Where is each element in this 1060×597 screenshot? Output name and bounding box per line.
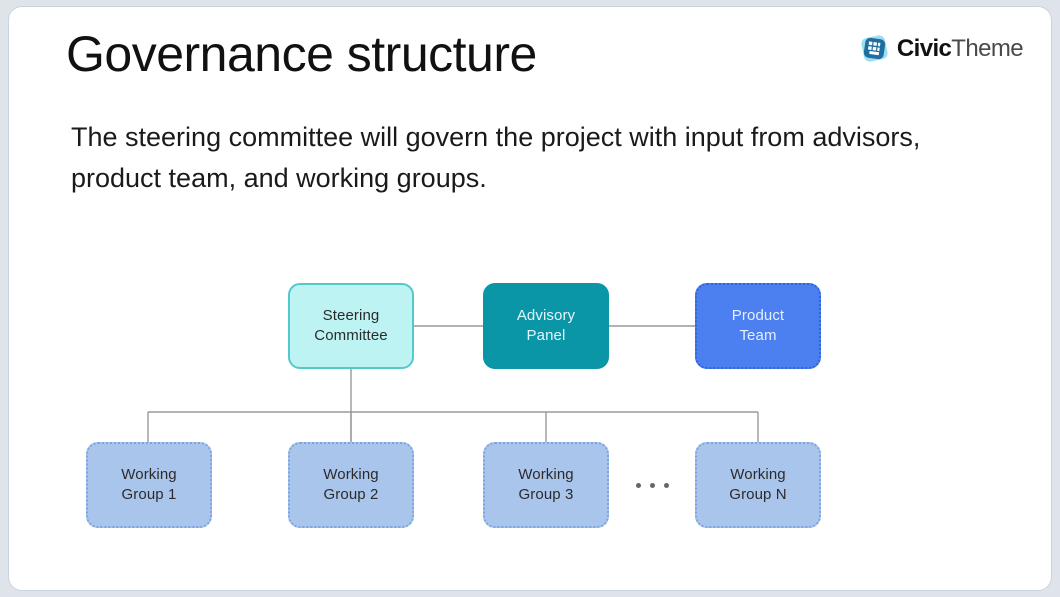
node-working-group-n[interactable]: Working Group N: [695, 442, 821, 528]
governance-diagram: Steering Committee Advisory Panel Produc…: [9, 7, 1051, 590]
node-working-group-1[interactable]: Working Group 1: [86, 442, 212, 528]
slide-canvas: Governance structure CivicTheme: [8, 6, 1052, 591]
ellipsis-dot: [636, 483, 641, 488]
ellipsis-dot: [664, 483, 669, 488]
ellipsis-more-groups: [636, 483, 669, 488]
brand-name-civic: Civic: [896, 34, 952, 62]
node-advisory-panel[interactable]: Advisory Panel: [483, 283, 609, 369]
brand-wordmark: CivicTheme: [896, 34, 1024, 62]
page-title: Governance structure: [66, 26, 537, 82]
node-steering-committee[interactable]: Steering Committee: [288, 283, 414, 369]
ellipsis-dot: [650, 483, 655, 488]
node-product-team[interactable]: Product Team: [695, 283, 821, 369]
node-working-group-2[interactable]: Working Group 2: [288, 442, 414, 528]
brand-name-theme: Theme: [951, 34, 1023, 62]
civictheme-grid-icon: [861, 35, 888, 62]
brand-logo: CivicTheme: [861, 34, 1024, 62]
slide-subtitle: The steering committee will govern the p…: [71, 122, 921, 193]
node-working-group-3[interactable]: Working Group 3: [483, 442, 609, 528]
